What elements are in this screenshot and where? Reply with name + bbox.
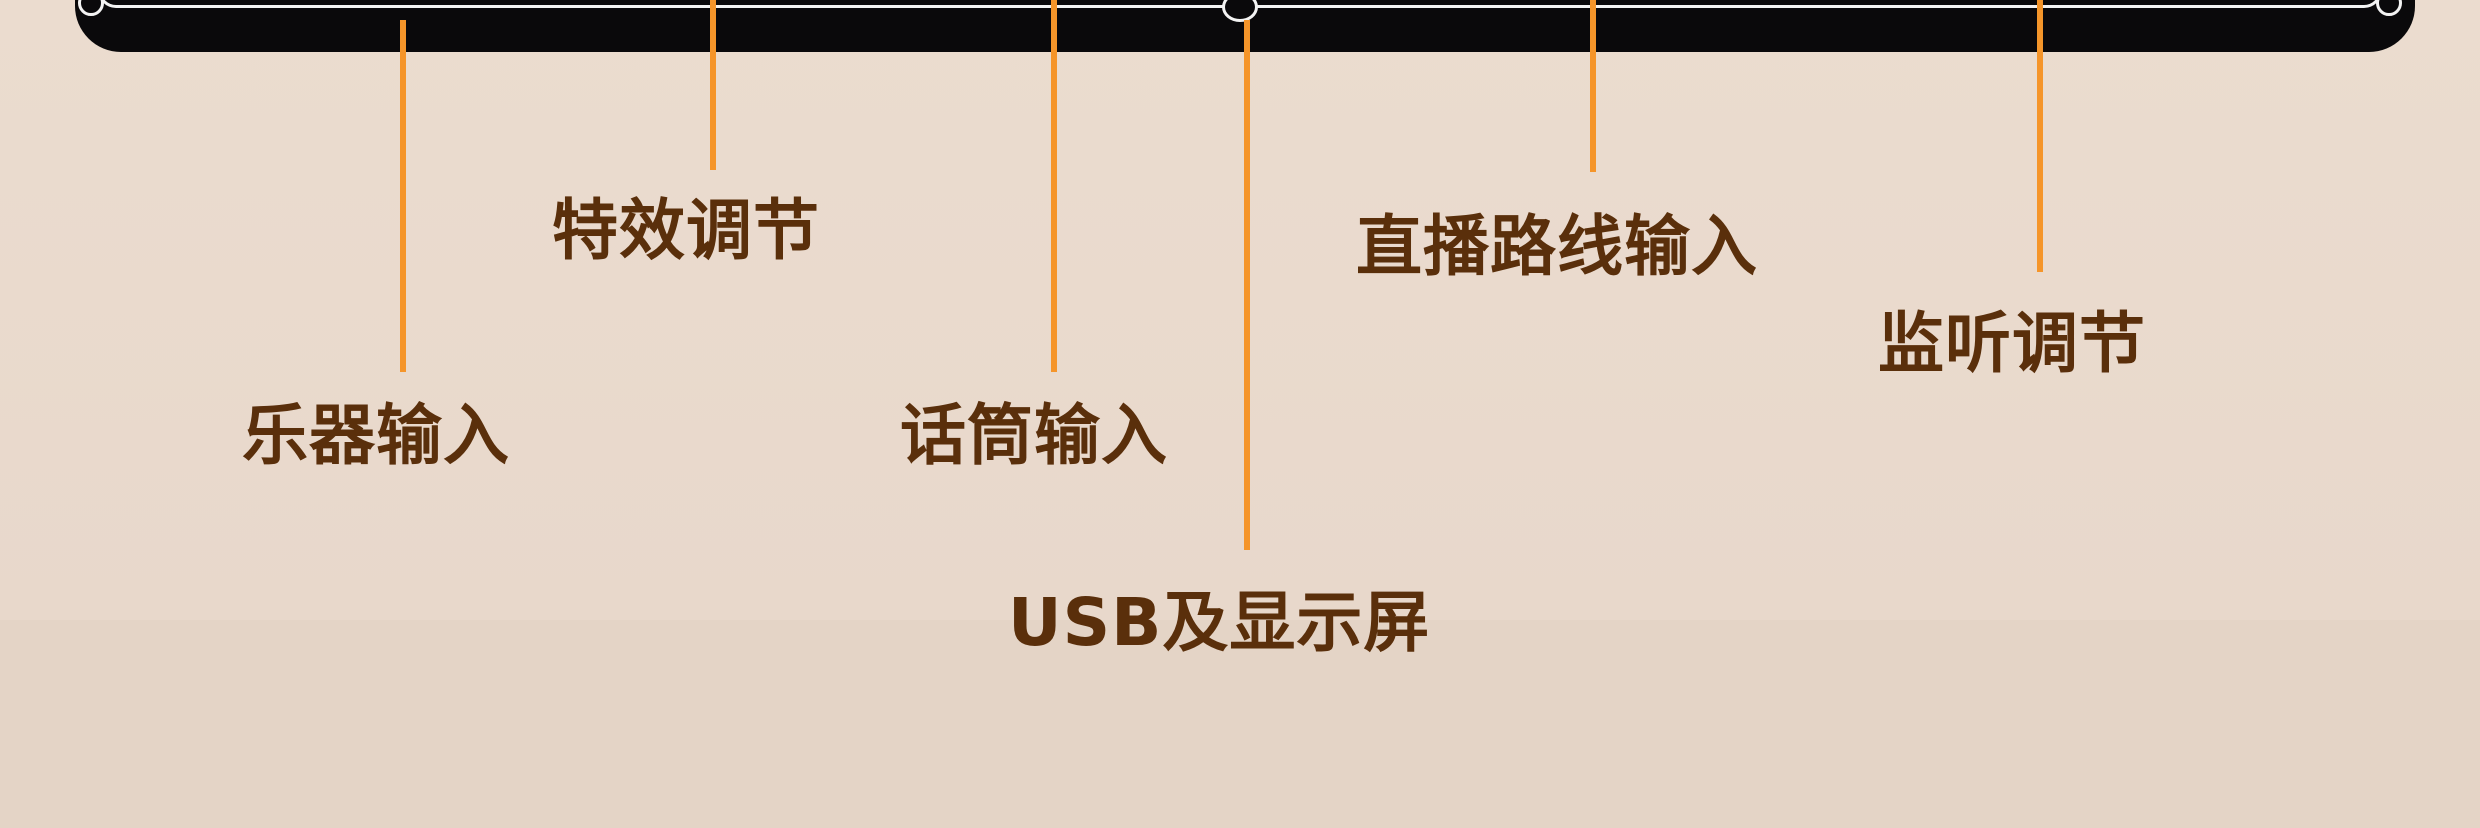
background-top [0,0,2480,620]
label-live-line-input: 直播路线输入 [1356,208,1758,285]
leader-line-usb-display [1244,20,1250,550]
label-instrument-input: 乐器输入 [242,397,510,474]
label-effect-adjust: 特效调节 [552,192,820,269]
background-bottom [0,620,2480,828]
label-mic-input: 话筒输入 [900,397,1168,474]
leader-line-effect-adjust [710,0,716,170]
leader-line-instrument-input [400,20,406,372]
leader-line-live-line-input [1590,0,1596,172]
device-right-end-cap [2376,0,2402,16]
device-left-end-cap [78,0,104,16]
device-center-joint [1222,0,1258,22]
leader-line-monitor-adjust [2037,0,2043,272]
label-usb-display: USB及显示屏 [1008,584,1431,661]
leader-line-mic-input [1051,0,1057,372]
label-monitor-adjust: 监听调节 [1878,305,2146,382]
